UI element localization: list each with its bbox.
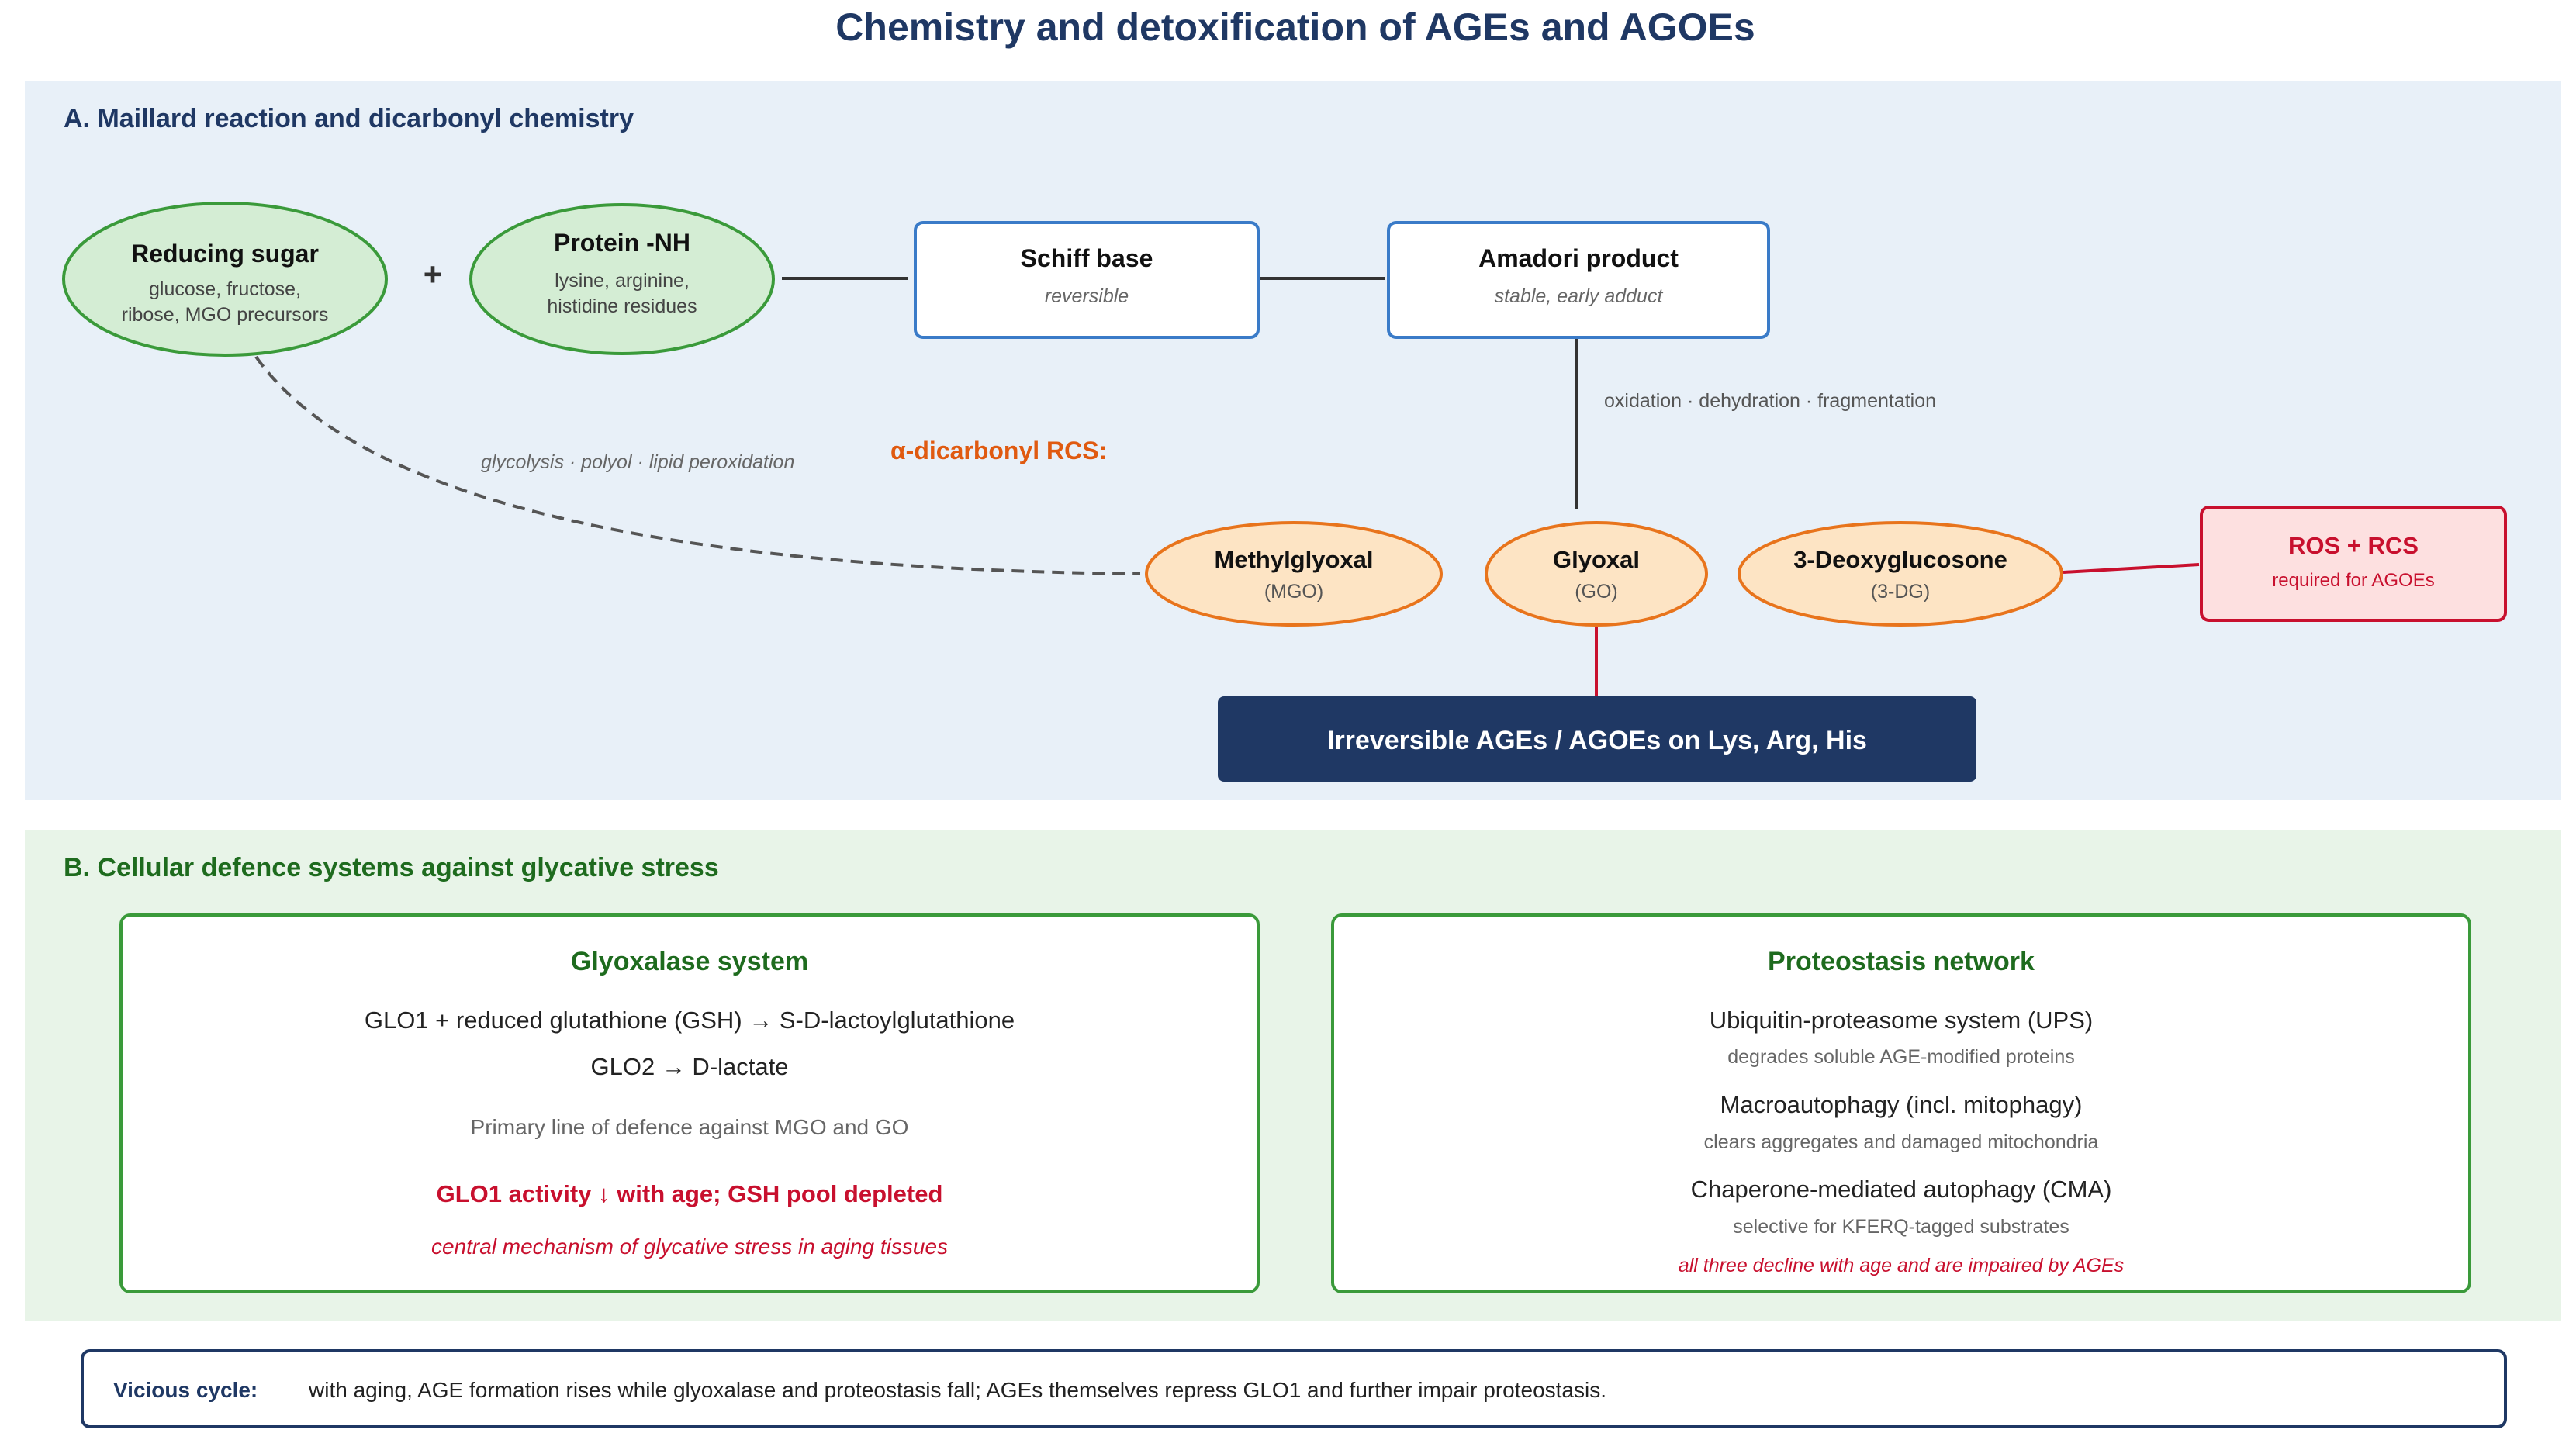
glyoxal-title: Glyoxal <box>1553 546 1640 573</box>
deoxyglucosone-title: 3-Deoxyglucosone <box>1793 546 2007 573</box>
amadori-product-node <box>1387 221 1770 339</box>
rcs-label: α-dicarbonyl RCS: <box>890 437 1107 464</box>
protein-nh-node <box>469 203 775 355</box>
glyoxalase-warning: GLO1 activity ↓ with age; GSH pool deple… <box>437 1180 943 1207</box>
ros-rcs-sub: required for AGOEs <box>2272 570 2434 591</box>
ros-rcs-title: ROS + RCS <box>2288 532 2419 559</box>
glyoxalase-box <box>119 913 1260 1293</box>
reducing-sugar-title: Reducing sugar <box>131 240 319 268</box>
panel-a <box>25 81 2561 800</box>
panel-a-heading: A. Maillard reaction and dicarbonyl chem… <box>64 104 634 133</box>
glyoxalase-line2: GLO2 → D-lactate <box>591 1053 789 1080</box>
ages-node <box>1218 696 1976 782</box>
glyoxalase-line1: GLO1 + reduced glutathione (GSH) → S-D-l… <box>365 1007 1015 1034</box>
panel-b-heading: B. Cellular defence systems against glyc… <box>64 853 719 882</box>
schiff-base-title: Schiff base <box>1021 244 1153 272</box>
ages-label: Irreversible AGEs / AGOEs on Lys, Arg, H… <box>1327 726 1867 755</box>
proteostasis-cma-sub: selective for KFERQ-tagged substrates <box>1733 1216 2069 1238</box>
proteostasis-ups-sub: degrades soluble AGE-modified proteins <box>1727 1046 2075 1068</box>
glyoxalase-title: Glyoxalase system <box>571 947 808 976</box>
vicious-cycle-label: Vicious cycle: <box>113 1378 258 1402</box>
connector-sugar-mgo-dashed <box>254 355 1141 575</box>
vicious-cycle-box <box>81 1349 2507 1428</box>
deoxyglucosone-sub: (3-DG) <box>1871 581 1930 603</box>
protein-nh-line1: lysine, arginine, <box>555 270 690 292</box>
schiff-base-sub: reversible <box>1045 285 1129 307</box>
proteostasis-title: Proteostasis network <box>1768 947 2035 976</box>
deoxyglucosone-node <box>1738 521 2063 627</box>
proteostasis-box <box>1331 913 2471 1293</box>
amadori-product-title: Amadori product <box>1478 244 1679 272</box>
connector-dg-ros <box>2063 563 2200 574</box>
page-title: Chemistry and detoxification of AGEs and… <box>835 5 1755 49</box>
proteostasis-ups: Ubiquitin-proteasome system (UPS) <box>1710 1007 2093 1034</box>
proteostasis-cma: Chaperone-mediated autophagy (CMA) <box>1691 1176 2112 1203</box>
reducing-sugar-line1: glucose, fructose, <box>149 278 301 300</box>
reducing-sugar-node <box>62 202 388 357</box>
protein-nh-title: Protein -NH <box>554 229 690 257</box>
glyoxal-sub: (GO) <box>1575 581 1618 603</box>
protein-nh-line2: histidine residues <box>547 295 697 317</box>
methylglyoxal-title: Methylglyoxal <box>1215 546 1374 573</box>
vicious-cycle-text: with aging, AGE formation rises while gl… <box>308 1378 1606 1402</box>
methylglyoxal-node <box>1145 521 1443 627</box>
proteostasis-macro: Macroautophagy (incl. mitophagy) <box>1720 1091 2083 1118</box>
plus-sign: + <box>424 256 443 292</box>
reducing-sugar-line2: ribose, MGO precursors <box>122 304 329 326</box>
methylglyoxal-sub: (MGO) <box>1264 581 1323 603</box>
glycolysis-label: glycolysis · polyol · lipid peroxidation <box>481 451 794 473</box>
amadori-product-sub: stable, early adduct <box>1495 285 1664 307</box>
proteostasis-warning: all three decline with age and are impai… <box>1679 1255 2124 1276</box>
glyoxalase-note: Primary line of defence against MGO and … <box>471 1115 909 1139</box>
proteostasis-macro-sub: clears aggregates and damaged mitochondr… <box>1704 1131 2099 1153</box>
ros-rcs-node <box>2200 506 2507 622</box>
schiff-base-node <box>914 221 1260 339</box>
glyoxal-node <box>1485 521 1708 627</box>
oxidation-label: oxidation · dehydration · fragmentation <box>1604 390 1936 412</box>
glyoxalase-warning-sub: central mechanism of glycative stress in… <box>431 1235 948 1259</box>
